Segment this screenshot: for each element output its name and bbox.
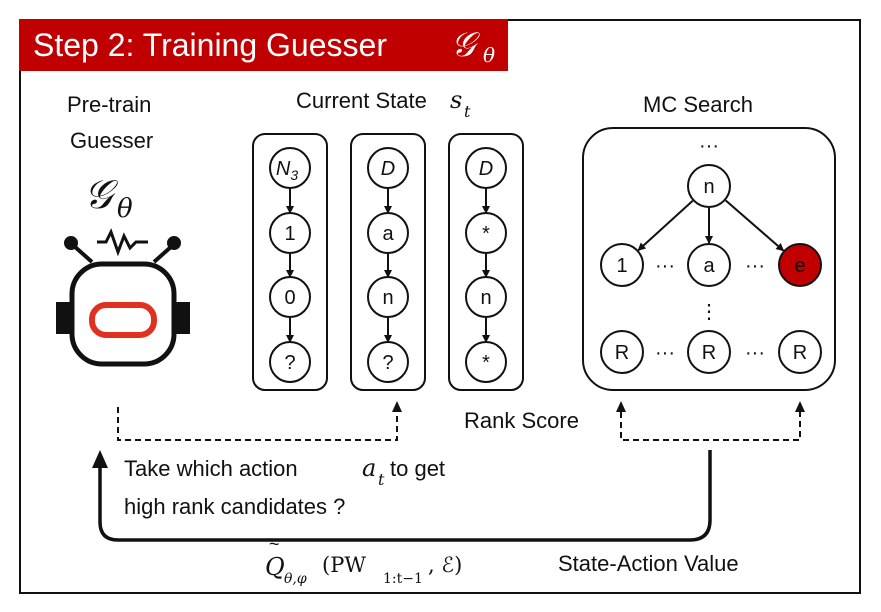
tree-child-dots: ··· (745, 255, 765, 277)
state-variable: s (450, 86, 463, 114)
q-tilde: ~ (269, 534, 280, 554)
node-label: n (382, 287, 393, 309)
state-action-value-label: State-Action Value (558, 551, 739, 576)
title-symbol: 𝒢 (451, 25, 476, 65)
node-label: e (794, 255, 805, 277)
tree-vertical-dots: ⋮ (699, 301, 719, 323)
chain-node: ? (367, 341, 409, 383)
chain-nodes: N3 1 0? Da n? D * n * (269, 147, 507, 383)
chain-node: ? (269, 341, 311, 383)
tree-leaf-node: R (778, 330, 822, 374)
q-args-close: , ℰ) (428, 553, 463, 577)
tree-top-dots: ··· (699, 135, 719, 157)
chain-node: N3 (269, 147, 311, 189)
chain-node: n (367, 276, 409, 318)
action-text-line2: high rank candidates ? (124, 494, 346, 519)
node-label: R (702, 342, 716, 364)
tree-child-node: 1 (600, 243, 644, 287)
tree-leaf-dots: ··· (745, 342, 765, 364)
node-label: a (382, 223, 394, 245)
tree-child-node: a (687, 243, 731, 287)
dashed-connector-left-arrow (392, 401, 402, 412)
node-label: D (479, 158, 493, 180)
q-subscript: θ,φ (284, 571, 307, 587)
chain-box (252, 133, 328, 391)
pretrain-label-line1: Pre-train (67, 92, 152, 117)
tree-leaf-node: R (687, 330, 731, 374)
chain-box (448, 133, 524, 391)
action-variable-subscript: t (378, 470, 385, 489)
chain-node: a (367, 212, 409, 254)
chain-box (350, 133, 426, 391)
dashed-connector-right-arrow-1 (616, 401, 626, 412)
title-text: Step 2: Training Guesser (33, 27, 387, 63)
chain-node: n (465, 276, 507, 318)
chain-node: * (465, 341, 507, 383)
chain-node: D (465, 147, 507, 189)
figure-frame (19, 19, 861, 594)
action-variable: a (362, 454, 377, 482)
node-label: D (381, 158, 395, 180)
action-text-part2: to get (390, 456, 446, 481)
node-label: ? (382, 352, 393, 374)
mc-search-tree: ··· n 1 a e ··· ··· ⋮ R R R ··· ··· (600, 135, 822, 374)
tree-leaf-dots: ··· (655, 342, 675, 364)
node-label: n (480, 287, 491, 309)
robot-icon (56, 228, 190, 367)
state-chains (252, 133, 524, 391)
guesser-symbol-subscript: θ (117, 194, 133, 224)
tree-root-node: n (687, 164, 731, 208)
chain-node: * (465, 212, 507, 254)
chain-node: 1 (269, 212, 311, 254)
q-symbol: Q (265, 553, 285, 581)
title-symbol-subscript: θ (483, 43, 496, 67)
guesser-symbol: 𝒢 (84, 172, 113, 218)
node-label: R (615, 342, 629, 364)
tree-leaf-node: R (600, 330, 644, 374)
node-label: a (703, 255, 715, 277)
node-label: R (793, 342, 807, 364)
feedback-arrow-head (92, 450, 108, 468)
dashed-connector-right (620, 412, 801, 441)
mc-search-label: MC Search (643, 92, 754, 117)
node-label: 1 (616, 255, 627, 277)
state-variable-subscript: t (464, 102, 471, 121)
chain-node: D (367, 147, 409, 189)
dashed-connector-left (117, 407, 398, 441)
rank-score-label: Rank Score (464, 408, 579, 433)
node-label: n (703, 176, 714, 198)
node-label: * (482, 352, 490, 374)
chain-node: 0 (269, 276, 311, 318)
tree-edge (637, 200, 694, 251)
q-args-subscript: 1:t−1 (383, 571, 423, 587)
mc-search-box (582, 127, 836, 391)
title-bar: Step 2: Training Guesser 𝒢 θ (19, 19, 508, 71)
node-label: 0 (284, 287, 295, 309)
node-label: 1 (284, 223, 295, 245)
tree-child-node-highlighted: e (778, 243, 822, 287)
q-args-open: (PW (322, 553, 366, 577)
pretrain-label-line2: Guesser (70, 128, 154, 153)
current-state-label: Current State (296, 88, 427, 113)
tree-child-dots: ··· (655, 255, 675, 277)
feedback-arrow (98, 450, 712, 542)
node-label: ? (284, 352, 295, 374)
dashed-connector-right-arrow-2 (795, 401, 805, 412)
node-label: * (482, 223, 490, 245)
tree-edge (724, 199, 785, 252)
action-text-part1: Take which action (124, 456, 298, 481)
